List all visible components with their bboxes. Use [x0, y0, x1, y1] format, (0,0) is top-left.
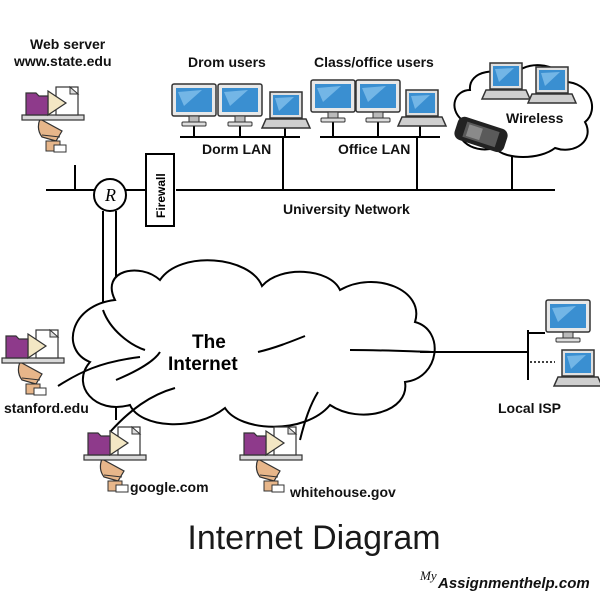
- university-network-label: University Network: [283, 201, 410, 217]
- stanford-label: stanford.edu: [4, 400, 89, 416]
- internal-route-b: [115, 351, 161, 381]
- isp-desktop: [545, 299, 591, 343]
- dorm-laptop: [261, 91, 311, 129]
- router-label: R: [104, 185, 116, 205]
- wireless-label: Wireless: [506, 110, 564, 126]
- local-isp-label: Local ISP: [498, 400, 561, 416]
- web-server-label: Web server: [30, 36, 106, 52]
- whitehouse-server-icon: [239, 426, 303, 493]
- web-server-domain-label: www.state.edu: [13, 53, 112, 69]
- class-office-users-label: Class/office users: [314, 54, 434, 70]
- web-server-icon: [21, 86, 85, 153]
- whitehouse-route: [299, 391, 319, 441]
- watermark-brand: Assignmenthelp.com: [437, 575, 590, 592]
- internet-label-line2: Internet: [168, 354, 238, 375]
- firewall-label: Firewall: [154, 173, 168, 218]
- internal-route-c: [257, 335, 306, 353]
- google-label: google.com: [130, 479, 209, 495]
- office-lan-label: Office LAN: [338, 141, 410, 157]
- internal-route-a: [102, 309, 146, 351]
- router-icon: [93, 178, 127, 212]
- stanford-route: [57, 356, 141, 387]
- office-desktop-2: [355, 79, 401, 123]
- diagram-caption: Internet Diagram: [187, 519, 440, 557]
- watermark-prefix: My: [419, 568, 437, 583]
- office-laptop: [397, 89, 447, 127]
- dorm-desktop-1: [171, 83, 217, 127]
- internet-label-line1: The: [192, 332, 226, 353]
- dorm-lan-label: Dorm LAN: [202, 141, 271, 157]
- isp-laptop: [553, 349, 600, 387]
- office-desktop-1: [310, 79, 356, 123]
- whitehouse-label: whitehouse.gov: [289, 484, 396, 500]
- internet-cloud: [71, 259, 436, 428]
- firewall-box: [145, 153, 175, 227]
- dorm-users-label: Drom users: [188, 54, 266, 70]
- dorm-desktop-2: [217, 83, 263, 127]
- google-route: [109, 387, 176, 433]
- stanford-server-icon: [1, 329, 65, 396]
